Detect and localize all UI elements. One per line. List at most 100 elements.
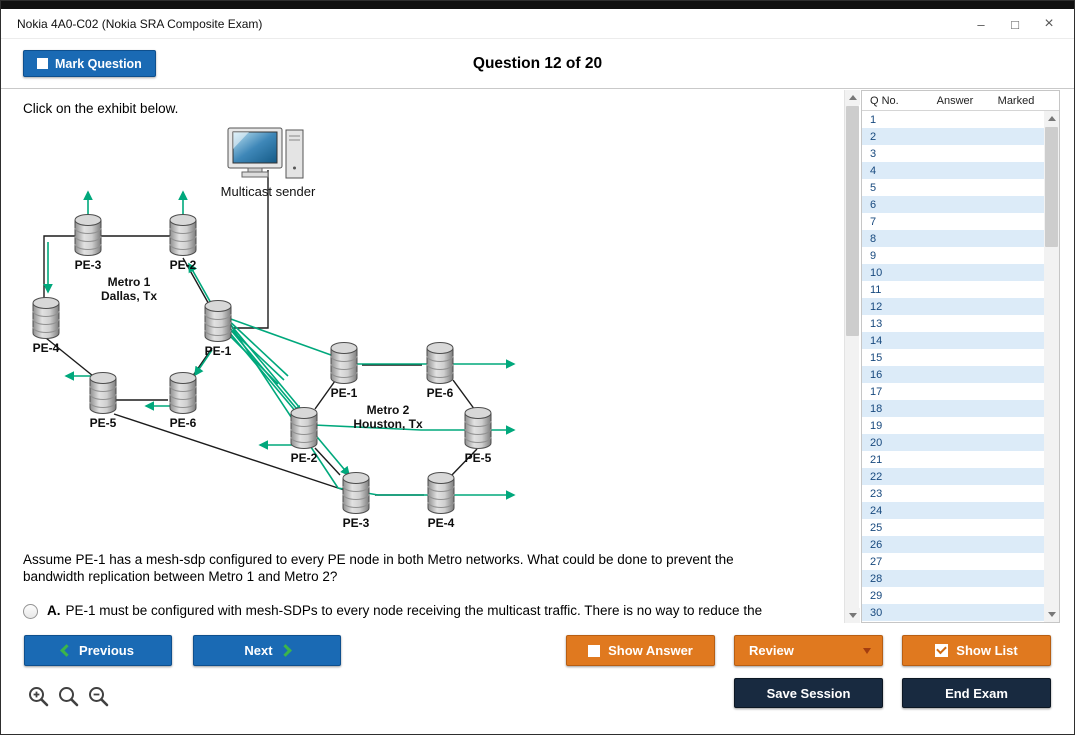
next-button[interactable]: Next <box>193 635 341 666</box>
maximize-button[interactable]: □ <box>1011 16 1019 32</box>
question-number: 10 <box>870 266 883 279</box>
show-answer-button[interactable]: Show Answer <box>566 635 715 666</box>
question-list-row[interactable]: 29 <box>862 587 1044 604</box>
question-list-row[interactable]: 19 <box>862 417 1044 434</box>
zoom-reset-icon[interactable] <box>57 685 81 709</box>
question-list-row[interactable]: 6 <box>862 196 1044 213</box>
router-label: PE-1 <box>205 344 232 358</box>
triangle-up-icon <box>848 95 857 100</box>
zoom-out-icon[interactable] <box>87 685 111 709</box>
mark-question-button[interactable]: Mark Question <box>23 50 156 77</box>
metro1-routers: PE-3 PE-2 PE-4 PE-1 PE-5 PE-6 Metro 1 Da… <box>32 214 232 430</box>
router-icon <box>426 342 454 384</box>
question-list-row[interactable]: 17 <box>862 383 1044 400</box>
question-list-row[interactable]: 18 <box>862 400 1044 417</box>
question-number: 18 <box>870 402 883 415</box>
question-number: 7 <box>870 215 877 228</box>
multicast-sender-icon <box>227 127 304 179</box>
scroll-up-button[interactable] <box>845 90 860 105</box>
mark-question-label: Mark Question <box>55 56 142 71</box>
question-number: 25 <box>870 521 883 534</box>
router-icon <box>89 372 117 414</box>
question-list-row[interactable]: 27 <box>862 553 1044 570</box>
question-list-row[interactable]: 8 <box>862 230 1044 247</box>
question-list-row[interactable]: 7 <box>862 213 1044 230</box>
question-list-row[interactable]: 16 <box>862 366 1044 383</box>
question-list-row[interactable]: 10 <box>862 264 1044 281</box>
question-list-row[interactable]: 9 <box>862 247 1044 264</box>
router-icon <box>427 472 455 514</box>
question-list-row[interactable]: 23 <box>862 485 1044 502</box>
zoom-in-icon[interactable] <box>27 685 51 709</box>
chevron-right-icon <box>278 644 292 657</box>
router-label: PE-4 <box>428 516 455 530</box>
router-label: PE-2 <box>291 451 318 465</box>
router-label: PE-6 <box>170 416 197 430</box>
question-number: 6 <box>870 198 877 211</box>
topology-links <box>43 170 478 496</box>
column-answer: Answer <box>936 94 974 107</box>
question-number: 4 <box>870 164 877 177</box>
question-number: 12 <box>870 300 883 313</box>
question-number: 19 <box>870 419 883 432</box>
router-icon <box>169 214 197 256</box>
metro1-name: Metro 1 <box>108 275 151 289</box>
router-icon <box>342 472 370 514</box>
question-list-row[interactable]: 28 <box>862 570 1044 587</box>
checkbox-checked-icon <box>935 644 949 657</box>
close-button[interactable]: × <box>1044 15 1054 32</box>
chevron-left-icon <box>60 644 73 657</box>
review-button[interactable]: Review <box>734 635 883 666</box>
question-list-row[interactable]: 22 <box>862 468 1044 485</box>
question-list-row[interactable]: 21 <box>862 451 1044 468</box>
question-list-row[interactable]: 24 <box>862 502 1044 519</box>
question-number: 13 <box>870 317 883 330</box>
router-label: PE-6 <box>427 386 454 400</box>
question-list-row[interactable]: 15 <box>862 349 1044 366</box>
previous-label: Previous <box>79 643 134 658</box>
question-list-row[interactable]: 26 <box>862 536 1044 553</box>
question-list-row[interactable]: 2 <box>862 128 1044 145</box>
question-list-row[interactable]: 14 <box>862 332 1044 349</box>
question-list-row[interactable]: 5 <box>862 179 1044 196</box>
option-a-text: A.PE-1 must be configured with mesh-SDPs… <box>47 603 839 618</box>
router-icon <box>330 342 358 384</box>
triangle-up-icon <box>1047 116 1056 121</box>
minimize-button[interactable]: – <box>977 16 985 32</box>
sidebar-scroll-up-button[interactable] <box>1044 111 1059 126</box>
save-session-label: Save Session <box>766 685 851 701</box>
question-list-row[interactable]: 11 <box>862 281 1044 298</box>
sidebar-scrollbar-thumb[interactable] <box>1045 127 1058 247</box>
question-number: 21 <box>870 453 883 466</box>
answer-option-a[interactable]: A.PE-1 must be configured with mesh-SDPs… <box>23 603 839 619</box>
end-exam-button[interactable]: End Exam <box>902 678 1051 708</box>
question-list-row[interactable]: 30 <box>862 604 1044 621</box>
show-list-button[interactable]: Show List <box>902 635 1051 666</box>
main-scrollbar-thumb[interactable] <box>846 106 859 336</box>
router-label: PE-5 <box>90 416 117 430</box>
option-a-letter: A. <box>47 603 61 618</box>
previous-button[interactable]: Previous <box>24 635 172 666</box>
sidebar-scroll-down-button[interactable] <box>1044 607 1059 622</box>
main-scrollbar[interactable] <box>844 90 860 623</box>
option-a-radio[interactable] <box>23 604 38 619</box>
review-label: Review <box>749 643 794 658</box>
sidebar-scrollbar[interactable] <box>1044 111 1059 622</box>
question-list-row[interactable]: 20 <box>862 434 1044 451</box>
titlebar: Nokia 4A0-C02 (Nokia SRA Composite Exam)… <box>1 9 1074 39</box>
router-label: PE-3 <box>343 516 370 530</box>
question-number: 23 <box>870 487 883 500</box>
scroll-down-button[interactable] <box>845 608 860 623</box>
exhibit-diagram[interactable]: Multicast sender PE-3 PE-2 PE-4 PE-1 PE-… <box>26 118 546 548</box>
router-label: PE-3 <box>75 258 102 272</box>
question-list-row[interactable]: 13 <box>862 315 1044 332</box>
question-list-row[interactable]: 12 <box>862 298 1044 315</box>
caret-down-icon <box>863 648 871 654</box>
zoom-toolbar <box>27 685 111 709</box>
question-list-row[interactable]: 3 <box>862 145 1044 162</box>
question-list-row[interactable]: 1 <box>862 111 1044 128</box>
question-number: 16 <box>870 368 883 381</box>
question-list-row[interactable]: 4 <box>862 162 1044 179</box>
question-list-row[interactable]: 25 <box>862 519 1044 536</box>
save-session-button[interactable]: Save Session <box>734 678 883 708</box>
